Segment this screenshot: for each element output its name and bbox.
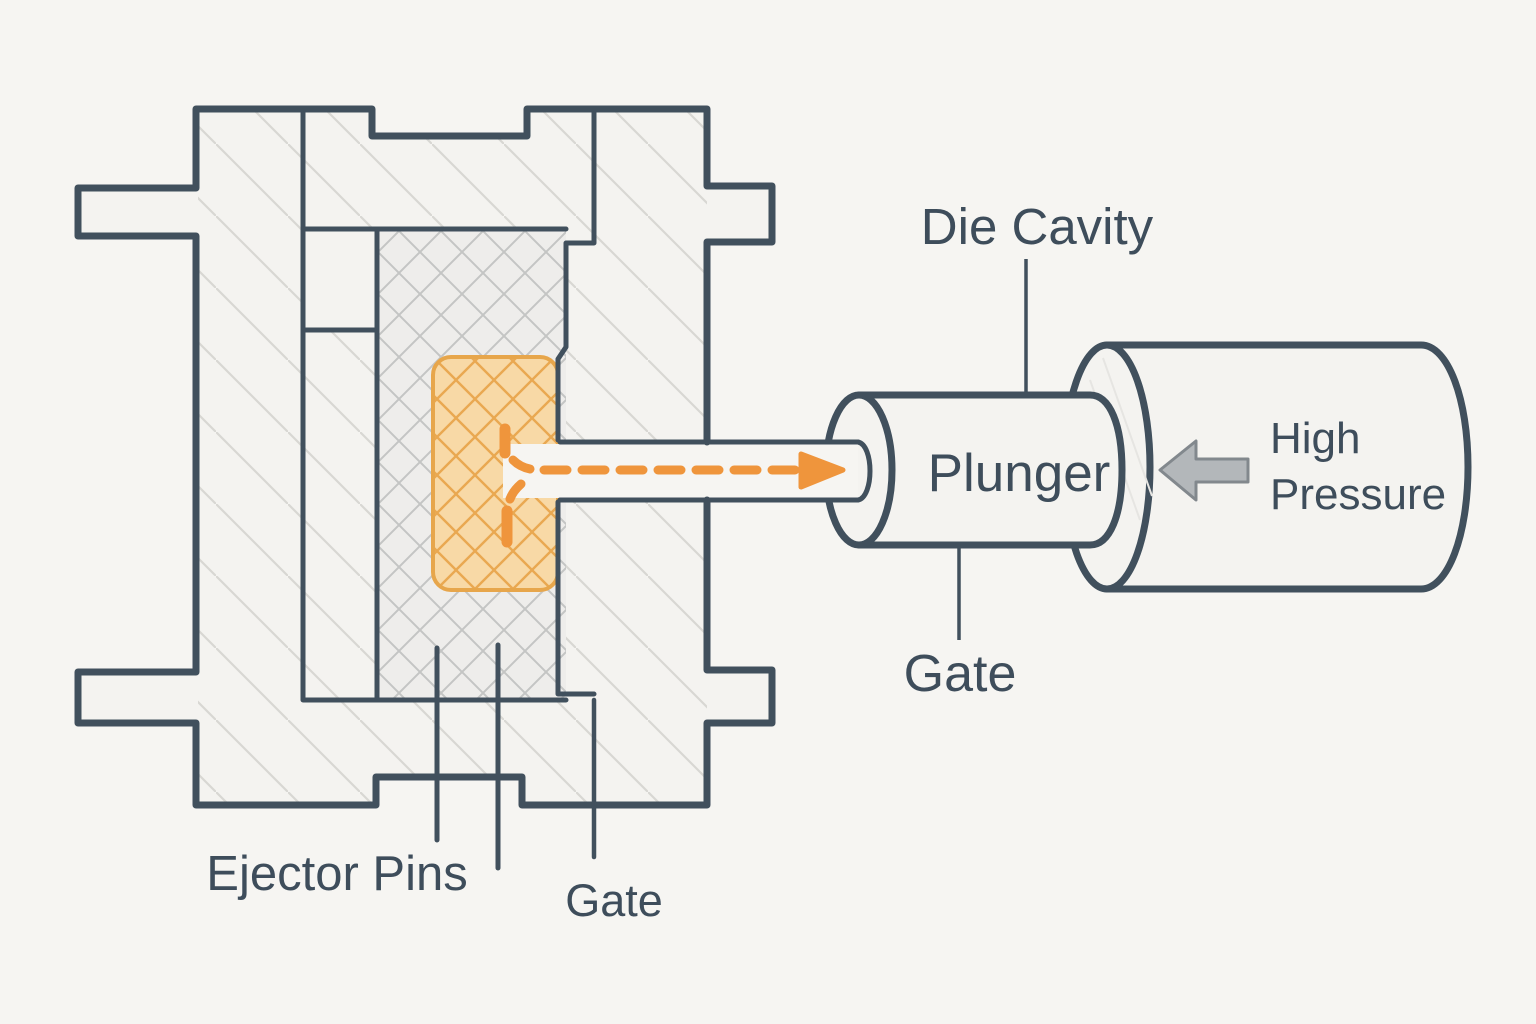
shot-tube-end-cap <box>855 439 873 503</box>
plunger-cylinder <box>822 391 1126 549</box>
label-plunger: Plunger <box>928 444 1111 503</box>
pressure-cylinder-body <box>1103 341 1472 593</box>
die-top-notch <box>372 100 527 136</box>
flow-arrowhead <box>798 451 846 490</box>
label-die-cavity: Die Cavity <box>921 198 1154 255</box>
label-high-pressure-line1: High <box>1270 414 1361 463</box>
die-outer-outline <box>74 105 776 809</box>
die-inner-step-block <box>303 229 377 330</box>
guide-bar-bottom-left <box>78 672 198 723</box>
high-pressure-arrow-icon <box>1158 439 1250 502</box>
flow-curve-upper-dash <box>508 455 535 474</box>
plunger-body <box>855 391 1126 549</box>
label-high-pressure-line2: Pressure <box>1270 470 1446 519</box>
ejector-die-block <box>196 109 303 805</box>
guide-bar-top-right <box>707 186 773 242</box>
label-gate-die: Gate <box>565 875 663 926</box>
die-assembly <box>78 100 860 811</box>
die-mid-left-column <box>303 330 377 701</box>
guide-bar-top-left <box>78 188 198 236</box>
guide-bar-bottom-right <box>707 670 773 723</box>
die-top-right-block <box>594 109 707 249</box>
label-gate-plunger: Gate <box>904 645 1017 703</box>
flow-curve-lower-dash <box>505 479 526 504</box>
label-ejector-pins: Ejector Pins <box>206 847 467 901</box>
shot-tube-walls <box>557 439 861 503</box>
molten-metal-flow-arrow-icon <box>499 423 846 548</box>
